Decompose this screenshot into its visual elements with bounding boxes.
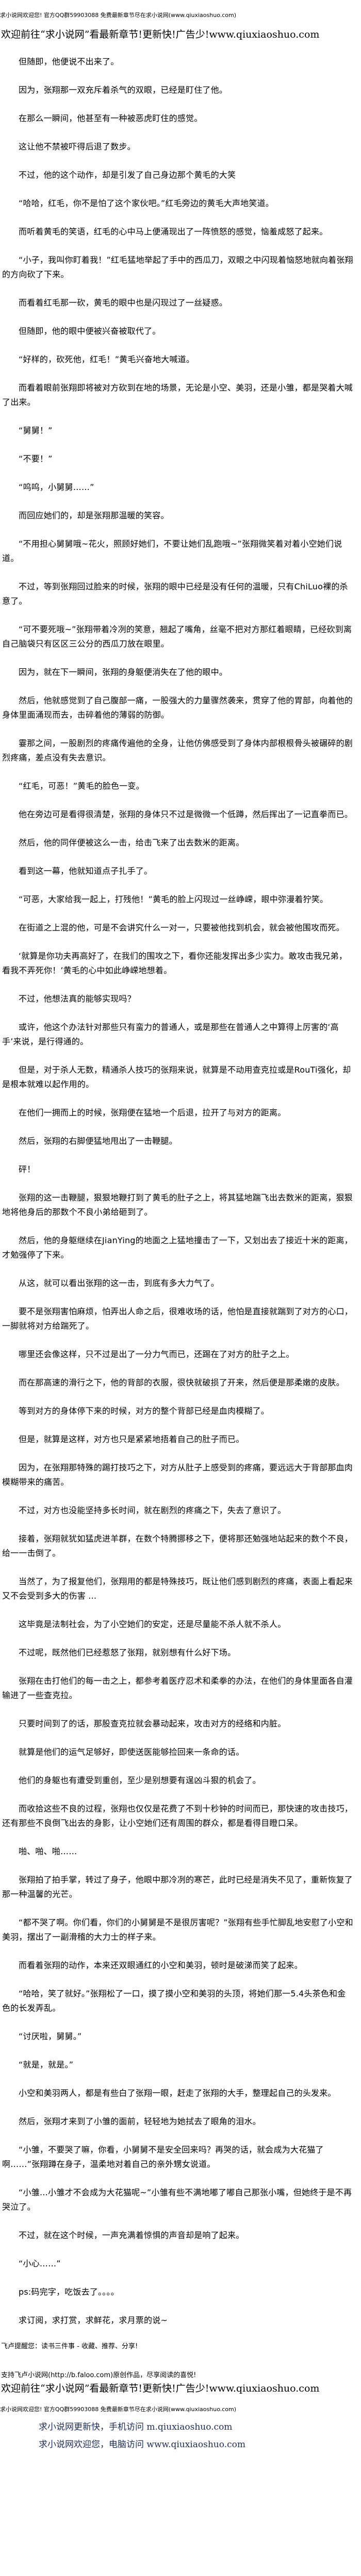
chapter-paragraph: 在他们一拥而上的时候，张翔便在猛地一个后退，拉开了与对方的距离。 [19, 1108, 286, 1117]
chapter-paragraph: 然后，张翔的右脚便猛地甩出了一击鞭腿。 [19, 1136, 177, 1146]
chapter-paragraph: “不要！” [19, 454, 53, 464]
chapter-paragraph: 当然了，为了报复他们，张翔用的都是特殊技巧，既让他们感到剧烈的疼痛，表面上看起来… [2, 1577, 353, 1601]
chapter-paragraph: 因为，就在下一瞬间，张翔的身躯便消失在了他的眼中。 [19, 667, 228, 677]
chapter-paragraph: 接着，张翔就犹如猛虎进羊群，在数个特腾挪移之下，便将那还勉强地站起来的数个不良，… [2, 1534, 353, 1558]
chapter-paragraph: 因为，张翔那一双充斥着杀气的双眼，已经是盯住了他。 [19, 85, 228, 95]
chapter-paragraph: ps:码完字，吃饭去了。。。。 [19, 2287, 119, 2297]
share-reminder: 飞卢提醒您：读书三件事 - 收藏、推荐、分享! [1, 2343, 138, 2350]
chapter-paragraph: 而在那高速的滑行之下，他的背部的衣服，很快就破损了开来，然后便是那柔嫩的皮肤。 [19, 1378, 344, 1387]
chapter-paragraph: 然后，他就感觉到了自己腹部一痛，一股强大的力量骤然袭来，贯穿了他的胃部，向着他的… [2, 696, 353, 720]
chapter-paragraph: “不用担心舅舅哦~花火，照顾好她们，不要让她们乱跑哦~”张翔微笑着对着小空她们说… [2, 539, 342, 563]
chapter-paragraph: 张翔的这一击鞭腿，狠狠地鞭打到了黄毛的肚子之上，将其猛地踹飞出去数米的距离，狠狠… [2, 1193, 353, 1217]
desktop-access-link[interactable]: 求小说网欢迎您，电脑访问 www.qiuxiaoshuo.com [39, 2439, 245, 2450]
chapter-paragraph: 从这，就可以看出张翔的这一击，到底有多大力气了。 [19, 1278, 219, 1288]
chapter-paragraph: “红毛，可恶！”黄毛的脸色一变。 [19, 781, 144, 791]
chapter-paragraph: 这让他不禁被吓得后退了数步。 [19, 142, 136, 151]
chapter-paragraph: 他们的身躯也有遭受到重创，至少是别想要有逞凶斗狠的机会了。 [19, 1775, 261, 1785]
chapter-paragraph: “小雏，不要哭了嘛，你看，小舅舅不是安全回来吗？再哭的话，就会成为大花猫了啊……… [2, 2145, 324, 2169]
chapter-paragraph: 他在旁边可是看得很清楚，张翔的身体只不过是微微一个低蹲，然后挥出了一记直拳而已。 [19, 809, 353, 819]
chapter-paragraph: “好样的，砍死他，红毛！”黄毛兴奋地大喊道。 [19, 354, 194, 364]
chapter-paragraph: “可恶，大家给我一起上，打残他！”黄毛的脸上闪现过一丝峥嵘，眼中弥漫着狞笑。 [19, 894, 329, 904]
chapter-paragraph: “小雏…小雏才不会成为大花猫呢~”小雏有些不满地嘟了嘟自己那张小嘴，但她终于是不… [2, 2188, 352, 2212]
chapter-paragraph: 砰！ [19, 1164, 36, 1174]
chapter-paragraph: 而看着红毛那一砍，黄毛的眼中也是闪现过了一丝疑惑。 [19, 298, 228, 308]
chapter-paragraph: 在街道之上混的他，可是不会讲究什么一对一，只要被他找到机会，就会被他围攻而死。 [19, 923, 344, 933]
chapter-paragraph: 而看着张翔的动作，本来还双眼通红的小空和美羽，顿时是破涕而笑了起来。 [19, 1960, 303, 1970]
chapter-paragraph: “小子，我叫你盯着我！”红毛猛地举起了手中的西瓜刀，双眼之中闪现着恼怒地就向着张… [2, 255, 353, 279]
chapter-paragraph: 或许，他这个办法针对那些只有蛮力的普通人，或是那些在普通人之中算得上厉害的‘高手… [2, 1022, 339, 1046]
chapter-paragraph: 不过，他的这个动作，却是引发了自己身边那个黄毛的大笑 [19, 170, 236, 180]
chapter-paragraph: 求订阅，求打赏，求鲜花，求月票的说~ [19, 2315, 168, 2325]
chapter-paragraph: 啪、啪、啪…… [19, 1846, 77, 1856]
chapter-paragraph: ‘就算是你功夫再高好了，在我们的围攻之下，看你还能发挥出多少实力。敢攻击我兄弟，… [2, 951, 348, 975]
chapter-paragraph: 看到这一幕，他就知道点子扎手了。 [19, 866, 153, 876]
chapter-paragraph: 因为，在张翔那特殊的踢打技巧之下，对方从肚子上感受到的疼痛，要远远大于背部那血肉… [2, 1463, 353, 1487]
chapter-paragraph: “呜呜，小舅舅……” [19, 482, 94, 492]
chapter-paragraph: “可不要死哦~”张翔带着冷冽的笑意，翘起了嘴角，丝毫不把对方那红着眼睛，已经砍到… [2, 624, 352, 649]
chapter-paragraph: 哪里还会像这样，只不过是出了一分力气而已，还踢在了对方的肚子之上。 [19, 1349, 294, 1359]
chapter-paragraph: 而看着眼前张翔即将被对方砍到在地的场景，无论是小空、美羽，还是小雏，都是哭着大喊… [2, 383, 353, 407]
chapter-paragraph: 而回应她们的，却是张翔那温暖的笑容。 [19, 511, 169, 520]
promo-banner-bottom: 欢迎前往“求小说网”看最新章节!更新快!广告少!www.qiuxiaoshuo.… [1, 2383, 320, 2394]
chapter-paragraph: 霎那之间，一股剧烈的疼痛传遍他的全身，让他仿佛感受到了身体内部根根骨头被碾碎的剧… [2, 738, 353, 762]
promo-banner-top: 欢迎前往“求小说网”看最新章节!更新快!广告少!www.qiuxiaoshuo.… [1, 29, 320, 40]
chapter-paragraph: 等到对方的身体停下来的时候，对方的整个背部已经是血肉模糊了。 [19, 1406, 270, 1416]
chapter-paragraph: 不过，等到张翔回过脸来的时候，张翔的眼中已经是没有任何的温暖，只有ChiLuo裸… [2, 582, 348, 606]
chapter-paragraph: 不过呢，既然他们已经惹怒了张翔，就别想有什么好下场。 [19, 1648, 236, 1657]
chapter-paragraph: “小心……” [19, 2259, 61, 2268]
chapter-body: 但随即，他便说不出来了。因为，张翔那一双充斥着杀气的双眼，已经是盯住了他。在那么… [2, 55, 354, 2328]
mobile-access-link[interactable]: 求小说网更新快，手机访问 m.qiuxiaoshuo.com [39, 2422, 233, 2432]
chapter-paragraph: 要不是张翔害怕麻烦，怕弄出人命之后，很难收场的话，他怕是直接就踹到了对方的心口，… [2, 1307, 353, 1331]
chapter-paragraph: 然后，张翔才来到了小雏的面前，轻轻地为她拭去了眼角的泪水。 [19, 2116, 261, 2126]
chapter-paragraph: 但随即，他便说不出来了。 [19, 57, 119, 66]
chapter-paragraph: 不过，对方也没能坚持多长时间，就在剧烈的疼痛之下，失去了意识了。 [19, 1505, 286, 1515]
chapter-paragraph: 而听着黄毛的笑语，红毛的心中马上便涌现出了一阵愤怒的感觉，恼羞成怒了起来。 [19, 227, 328, 236]
chapter-paragraph: “哈哈，红毛，你不是怕了这个家伙吧。”红毛旁边的黄毛大声地笑道。 [19, 198, 274, 208]
chapter-paragraph: 就算是他们的运气足够好，即使送医能够捡回来一条命的话。 [19, 1747, 244, 1757]
chapter-paragraph: 这毕竟是法制社会，为了小空她们的安定，还是尽量能不杀人就不杀人。 [19, 1619, 286, 1629]
chapter-paragraph: 张翔在击打他们的每一击之上，都参考着医疗忍术和柔拳的办法，在他们的身体里面各自灌… [2, 1676, 353, 1700]
chapter-paragraph: “舅舅！” [19, 426, 53, 435]
chapter-paragraph: 张翔拍了拍手掌，转过了身子，他眼中那冷冽的寒芒，此时已经是消失不见了，重新恢复了… [2, 1875, 353, 1899]
page-footer: 飞卢提醒您：读书三件事 - 收藏、推荐、分享! 支持飞卢小说网(http://b… [0, 2342, 361, 2451]
chapter-paragraph: 不过，就在这个时候，一声充满着惊惧的声音却是响了起来。 [19, 2230, 244, 2240]
chapter-paragraph: 不过，他想法真的能够实现吗？ [19, 994, 136, 1004]
chapter-paragraph: “就是，就是。” [19, 2060, 74, 2070]
chapter-paragraph: 但随即，他的眼中便被兴奋被取代了。 [19, 326, 161, 336]
site-notice-top: 求小说网欢迎您! 官方QQ群59903088 免费最新章节尽在求小说网(www.… [0, 12, 237, 19]
chapter-paragraph: “讨厌啦，舅舅。” [19, 2031, 82, 2041]
chapter-paragraph: 但是，对于杀人无数，精通杀人技巧的张翔来说，就算是不动用查克拉或是RouTi强化… [2, 1065, 351, 1089]
support-notice: 支持飞卢小说网(http://b.faloo.com)原创作品，尽享阅读的喜悦! [1, 2371, 196, 2379]
chapter-paragraph: 在那么一瞬间，他甚至有一种被恶虎盯住的感觉。 [19, 113, 203, 123]
chapter-paragraph: 然后，他的同伴便被这么一击，给击飞来了出去数米的距离。 [19, 838, 244, 848]
chapter-paragraph: 小空和美羽两人，都是有些白了张翔一眼，赶走了张翔的大手，整理起自己的头发来。 [19, 2088, 336, 2098]
novel-chapter-page: 求小说网欢迎您! 官方QQ群59903088 免费最新章节尽在求小说网(www.… [0, 12, 361, 2451]
chapter-paragraph: 而收拾这些不良的过程，张翔也仅仅是花费了不到十秒钟的时间而已，那快速的攻击技巧，… [2, 1804, 353, 1828]
chapter-paragraph: 然后，他的身躯继续在JianYing的地面之上猛地撞击了一下，又划出去了接近十米… [2, 1235, 353, 1260]
chapter-paragraph: “哈哈，笑了就好。”张翔松了一口，摸了摸小空和美羽的头顶，将她们那一5.4头茶色… [2, 1989, 346, 2013]
site-notice-bottom: 求小说网欢迎您! 官方QQ群59903088 免费最新章节尽在求小说网(www.… [0, 2406, 237, 2413]
chapter-paragraph: 但是，就算是这样，对方也只是紧紧地捂着自己的肚子而已。 [19, 1434, 244, 1444]
chapter-paragraph: 只要时间到了的话，那股查克拉就会暴动起来，攻击对方的经络和内脏。 [19, 1719, 286, 1728]
chapter-paragraph: “都不哭了啊。你们看，你们的小舅舅是不是很厉害呢？”张翔有些手忙脚乱地安慰了小空… [2, 1918, 353, 1942]
